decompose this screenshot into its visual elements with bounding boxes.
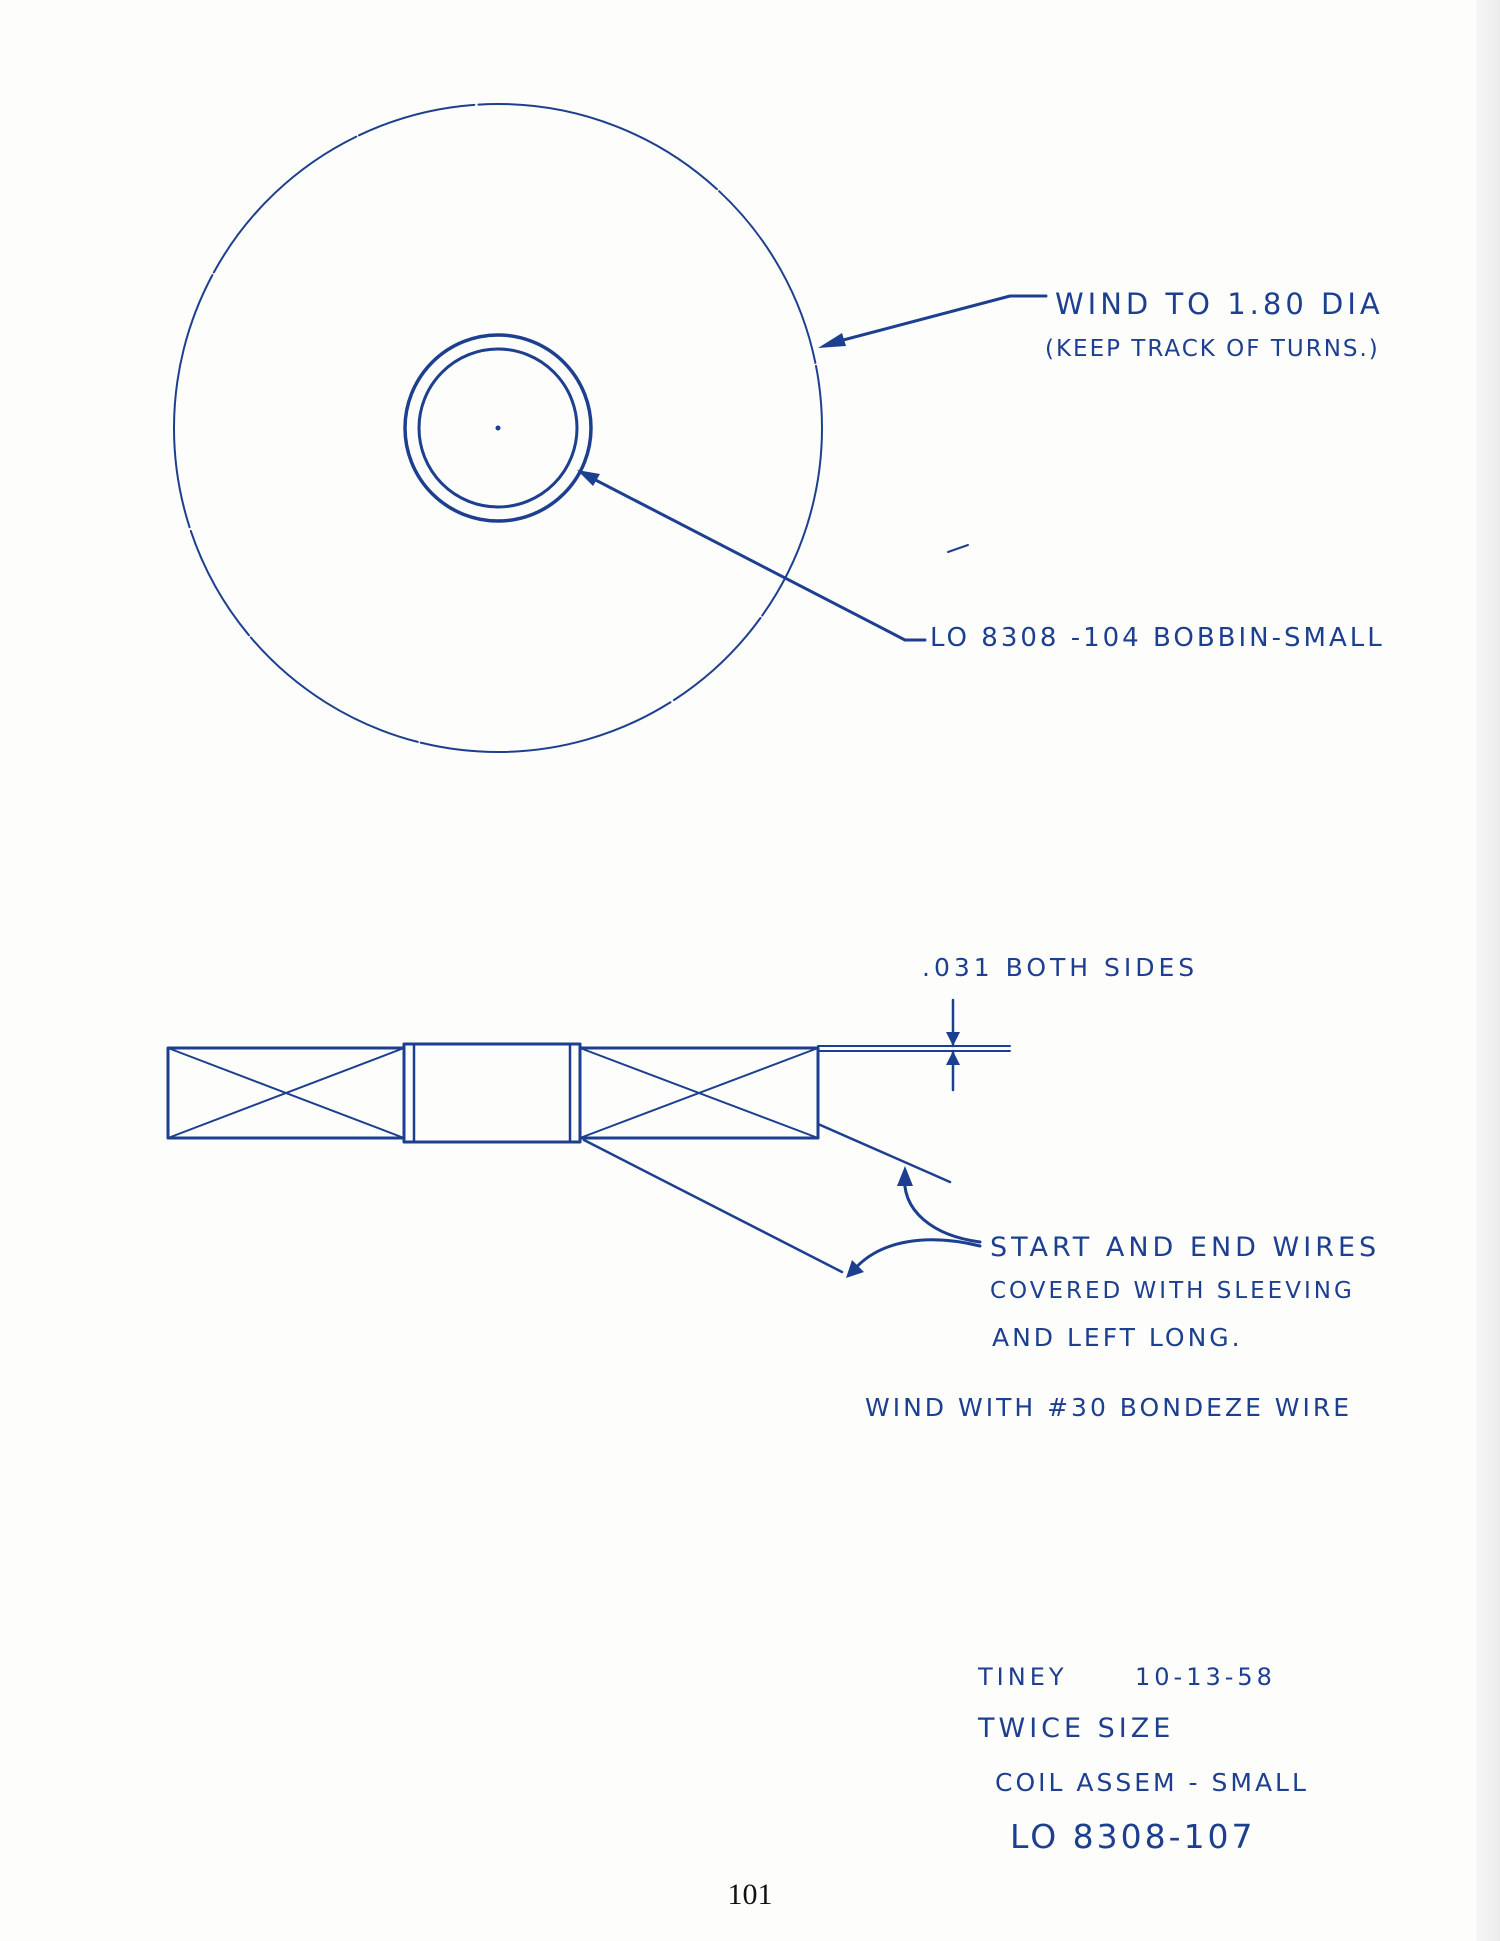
right-winding-section	[578, 1046, 820, 1140]
bobbin-core-section	[402, 1042, 582, 1144]
wire-spec-note: WIND WITH #30 BONDEZE WIRE	[865, 1393, 1353, 1422]
part-number: LO 8308-107	[1010, 1817, 1256, 1856]
clearance-extension-lines	[817, 1045, 1011, 1052]
wires-pointer-upper	[903, 1170, 982, 1244]
keep-track-note: (KEEP TRACK OF TURNS.)	[1045, 336, 1380, 362]
bobbin-flanges	[412, 1042, 572, 1144]
bobbin-label: LO 8308 -104 BOBBIN-SMALL	[930, 623, 1385, 653]
top-view	[173, 103, 1048, 753]
drawn-by: TINEY	[978, 1663, 1068, 1691]
wires-note-line-1: START AND END WIRES	[990, 1232, 1381, 1263]
clearance-label: .031 BOTH SIDES	[922, 953, 1199, 982]
drawing-title: COIL ASSEM - SMALL	[995, 1768, 1309, 1797]
scan-edge-shadow	[1476, 0, 1500, 1941]
wires-arrowhead-upper	[897, 1166, 913, 1186]
wires-pointer-lower	[850, 1238, 982, 1274]
right-winding-cross	[579, 1047, 819, 1139]
left-winding-cross	[167, 1047, 405, 1139]
drawing-scale: TWICE SIZE	[978, 1713, 1175, 1744]
bobbin-arrowhead	[577, 470, 600, 486]
stray-mark	[947, 544, 969, 553]
winding-outer-circle	[173, 103, 823, 753]
bobbin-outer-circle	[403, 333, 593, 523]
wires-note-line-3: AND LEFT LONG.	[992, 1323, 1243, 1352]
clearance-arrow-down	[946, 1032, 960, 1046]
wires-note-line-2: COVERED WITH SLEEVING	[990, 1278, 1355, 1304]
wires-arrowhead-lower	[846, 1260, 864, 1278]
end-lead-wire	[816, 1122, 952, 1184]
clearance-arrow-up	[946, 1051, 960, 1065]
wind-note-arrowhead	[818, 333, 846, 348]
wind-note-leader	[826, 294, 1048, 346]
start-lead-wire	[582, 1138, 844, 1274]
page-number: 101	[727, 1878, 773, 1911]
drawing-date: 10-13-58	[1135, 1663, 1276, 1691]
center-point	[495, 425, 501, 431]
bobbin-leader	[582, 472, 927, 642]
bobbin-inner-circle	[417, 347, 579, 509]
wind-diameter-note: WIND TO 1.80 DIA	[1055, 287, 1384, 321]
side-view	[166, 998, 1011, 1278]
